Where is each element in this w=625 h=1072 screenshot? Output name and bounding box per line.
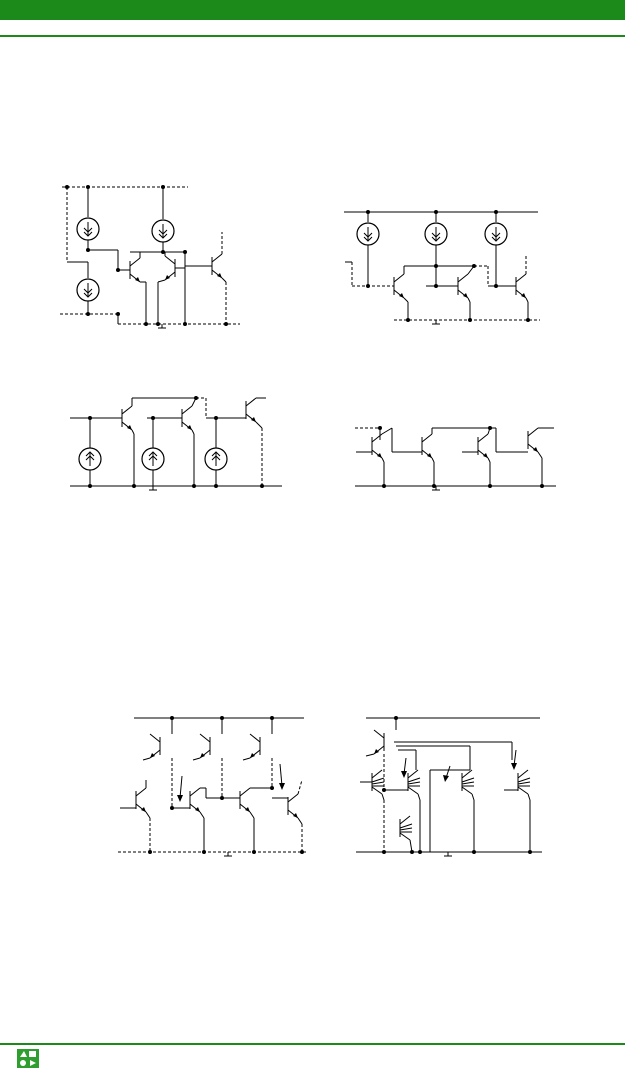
circuit-diagram-e — [118, 716, 306, 857]
circuit-diagram-a — [60, 185, 240, 329]
circuit-diagram-c — [70, 396, 282, 491]
header-bar — [0, 0, 625, 20]
circuit-diagram-d — [355, 426, 556, 491]
circuit-diagram-b — [344, 210, 540, 325]
header-rule — [0, 35, 625, 37]
publisher-logo-icon — [17, 1049, 39, 1068]
footer-rule — [0, 1043, 625, 1045]
circuit-diagram-f — [356, 716, 542, 857]
